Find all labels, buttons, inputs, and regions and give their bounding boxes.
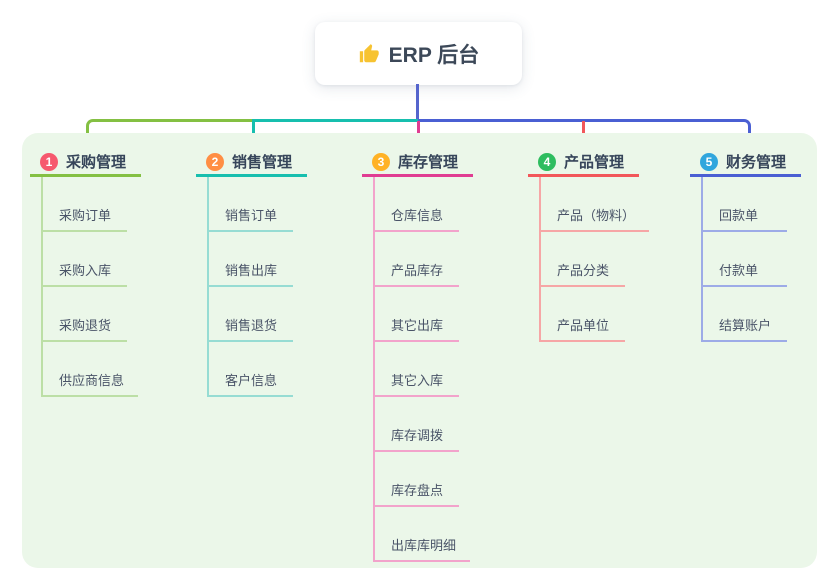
root-node-erp-backend[interactable]: ERP 后台: [315, 22, 522, 85]
branch-children: 仓库信息 产品库存 其它出库 其它入库 库存调拨 库存盘点 出库库明细: [373, 177, 473, 562]
child-node[interactable]: 其它出库: [375, 287, 459, 342]
branch-label: 产品管理: [564, 154, 625, 171]
connector-branch-5: [418, 119, 751, 146]
child-node[interactable]: 产品（物料）: [541, 177, 650, 232]
child-node[interactable]: 结算账户: [703, 287, 787, 342]
root-title: ERP 后台: [388, 43, 480, 67]
connector-branch-2: [252, 119, 421, 146]
child-node[interactable]: 销售订单: [209, 177, 293, 232]
branch-label: 采购管理: [66, 154, 127, 171]
branch-children: 回款单 付款单 结算账户: [701, 177, 801, 342]
child-node[interactable]: 其它入库: [375, 342, 459, 397]
connector-branch-3: [417, 121, 420, 143]
branch-sales: 2 销售管理 销售订单 销售出库 销售退货 客户信息: [196, 149, 308, 397]
connector-branch-1: [86, 119, 255, 146]
child-node[interactable]: 销售退货: [209, 287, 293, 342]
branches-group-panel: [22, 133, 817, 568]
child-node[interactable]: 产品分类: [541, 232, 625, 287]
child-node[interactable]: 回款单: [703, 177, 787, 232]
branch-node-inventory[interactable]: 3 库存管理: [362, 149, 474, 177]
child-node[interactable]: 销售出库: [209, 232, 293, 287]
child-node[interactable]: 客户信息: [209, 342, 293, 397]
child-node[interactable]: 采购订单: [43, 177, 127, 232]
branch-node-finance[interactable]: 5 财务管理: [690, 149, 802, 177]
branch-finance: 5 财务管理 回款单 付款单 结算账户: [690, 149, 802, 342]
branch-number-badge: 2: [206, 152, 224, 171]
child-node[interactable]: 采购退货: [43, 287, 127, 342]
branch-label: 库存管理: [398, 154, 459, 171]
branch-number-badge: 1: [40, 152, 58, 171]
branch-number-badge: 4: [538, 152, 556, 171]
child-node[interactable]: 库存调拨: [375, 397, 459, 452]
branch-number-badge: 3: [372, 152, 390, 171]
child-node[interactable]: 付款单: [703, 232, 787, 287]
branch-label: 财务管理: [726, 154, 787, 171]
child-node[interactable]: 出库库明细: [375, 507, 471, 562]
branch-product: 4 产品管理 产品（物料） 产品分类 产品单位: [528, 149, 650, 342]
connector-root: [416, 84, 419, 121]
branch-children: 采购订单 采购入库 采购退货 供应商信息: [41, 177, 141, 397]
thumbs-up-icon: [359, 43, 379, 62]
connector-branch-4: [582, 121, 585, 143]
branch-node-product[interactable]: 4 产品管理: [528, 149, 640, 177]
branch-node-purchase[interactable]: 1 采购管理: [30, 149, 142, 177]
branch-children: 产品（物料） 产品分类 产品单位: [539, 177, 650, 342]
child-node[interactable]: 产品库存: [375, 232, 459, 287]
child-node[interactable]: 供应商信息: [43, 342, 139, 397]
branch-node-sales[interactable]: 2 销售管理: [196, 149, 308, 177]
branch-label: 销售管理: [232, 154, 293, 171]
branch-inventory: 3 库存管理 仓库信息 产品库存 其它出库 其它入库 库存调拨 库存盘点 出库库…: [362, 149, 474, 562]
child-node[interactable]: 产品单位: [541, 287, 625, 342]
branch-number-badge: 5: [700, 152, 718, 171]
branch-purchase: 1 采购管理 采购订单 采购入库 采购退货 供应商信息: [30, 149, 142, 397]
child-node[interactable]: 采购入库: [43, 232, 127, 287]
child-node[interactable]: 仓库信息: [375, 177, 459, 232]
branch-children: 销售订单 销售出库 销售退货 客户信息: [207, 177, 307, 397]
child-node[interactable]: 库存盘点: [375, 452, 459, 507]
